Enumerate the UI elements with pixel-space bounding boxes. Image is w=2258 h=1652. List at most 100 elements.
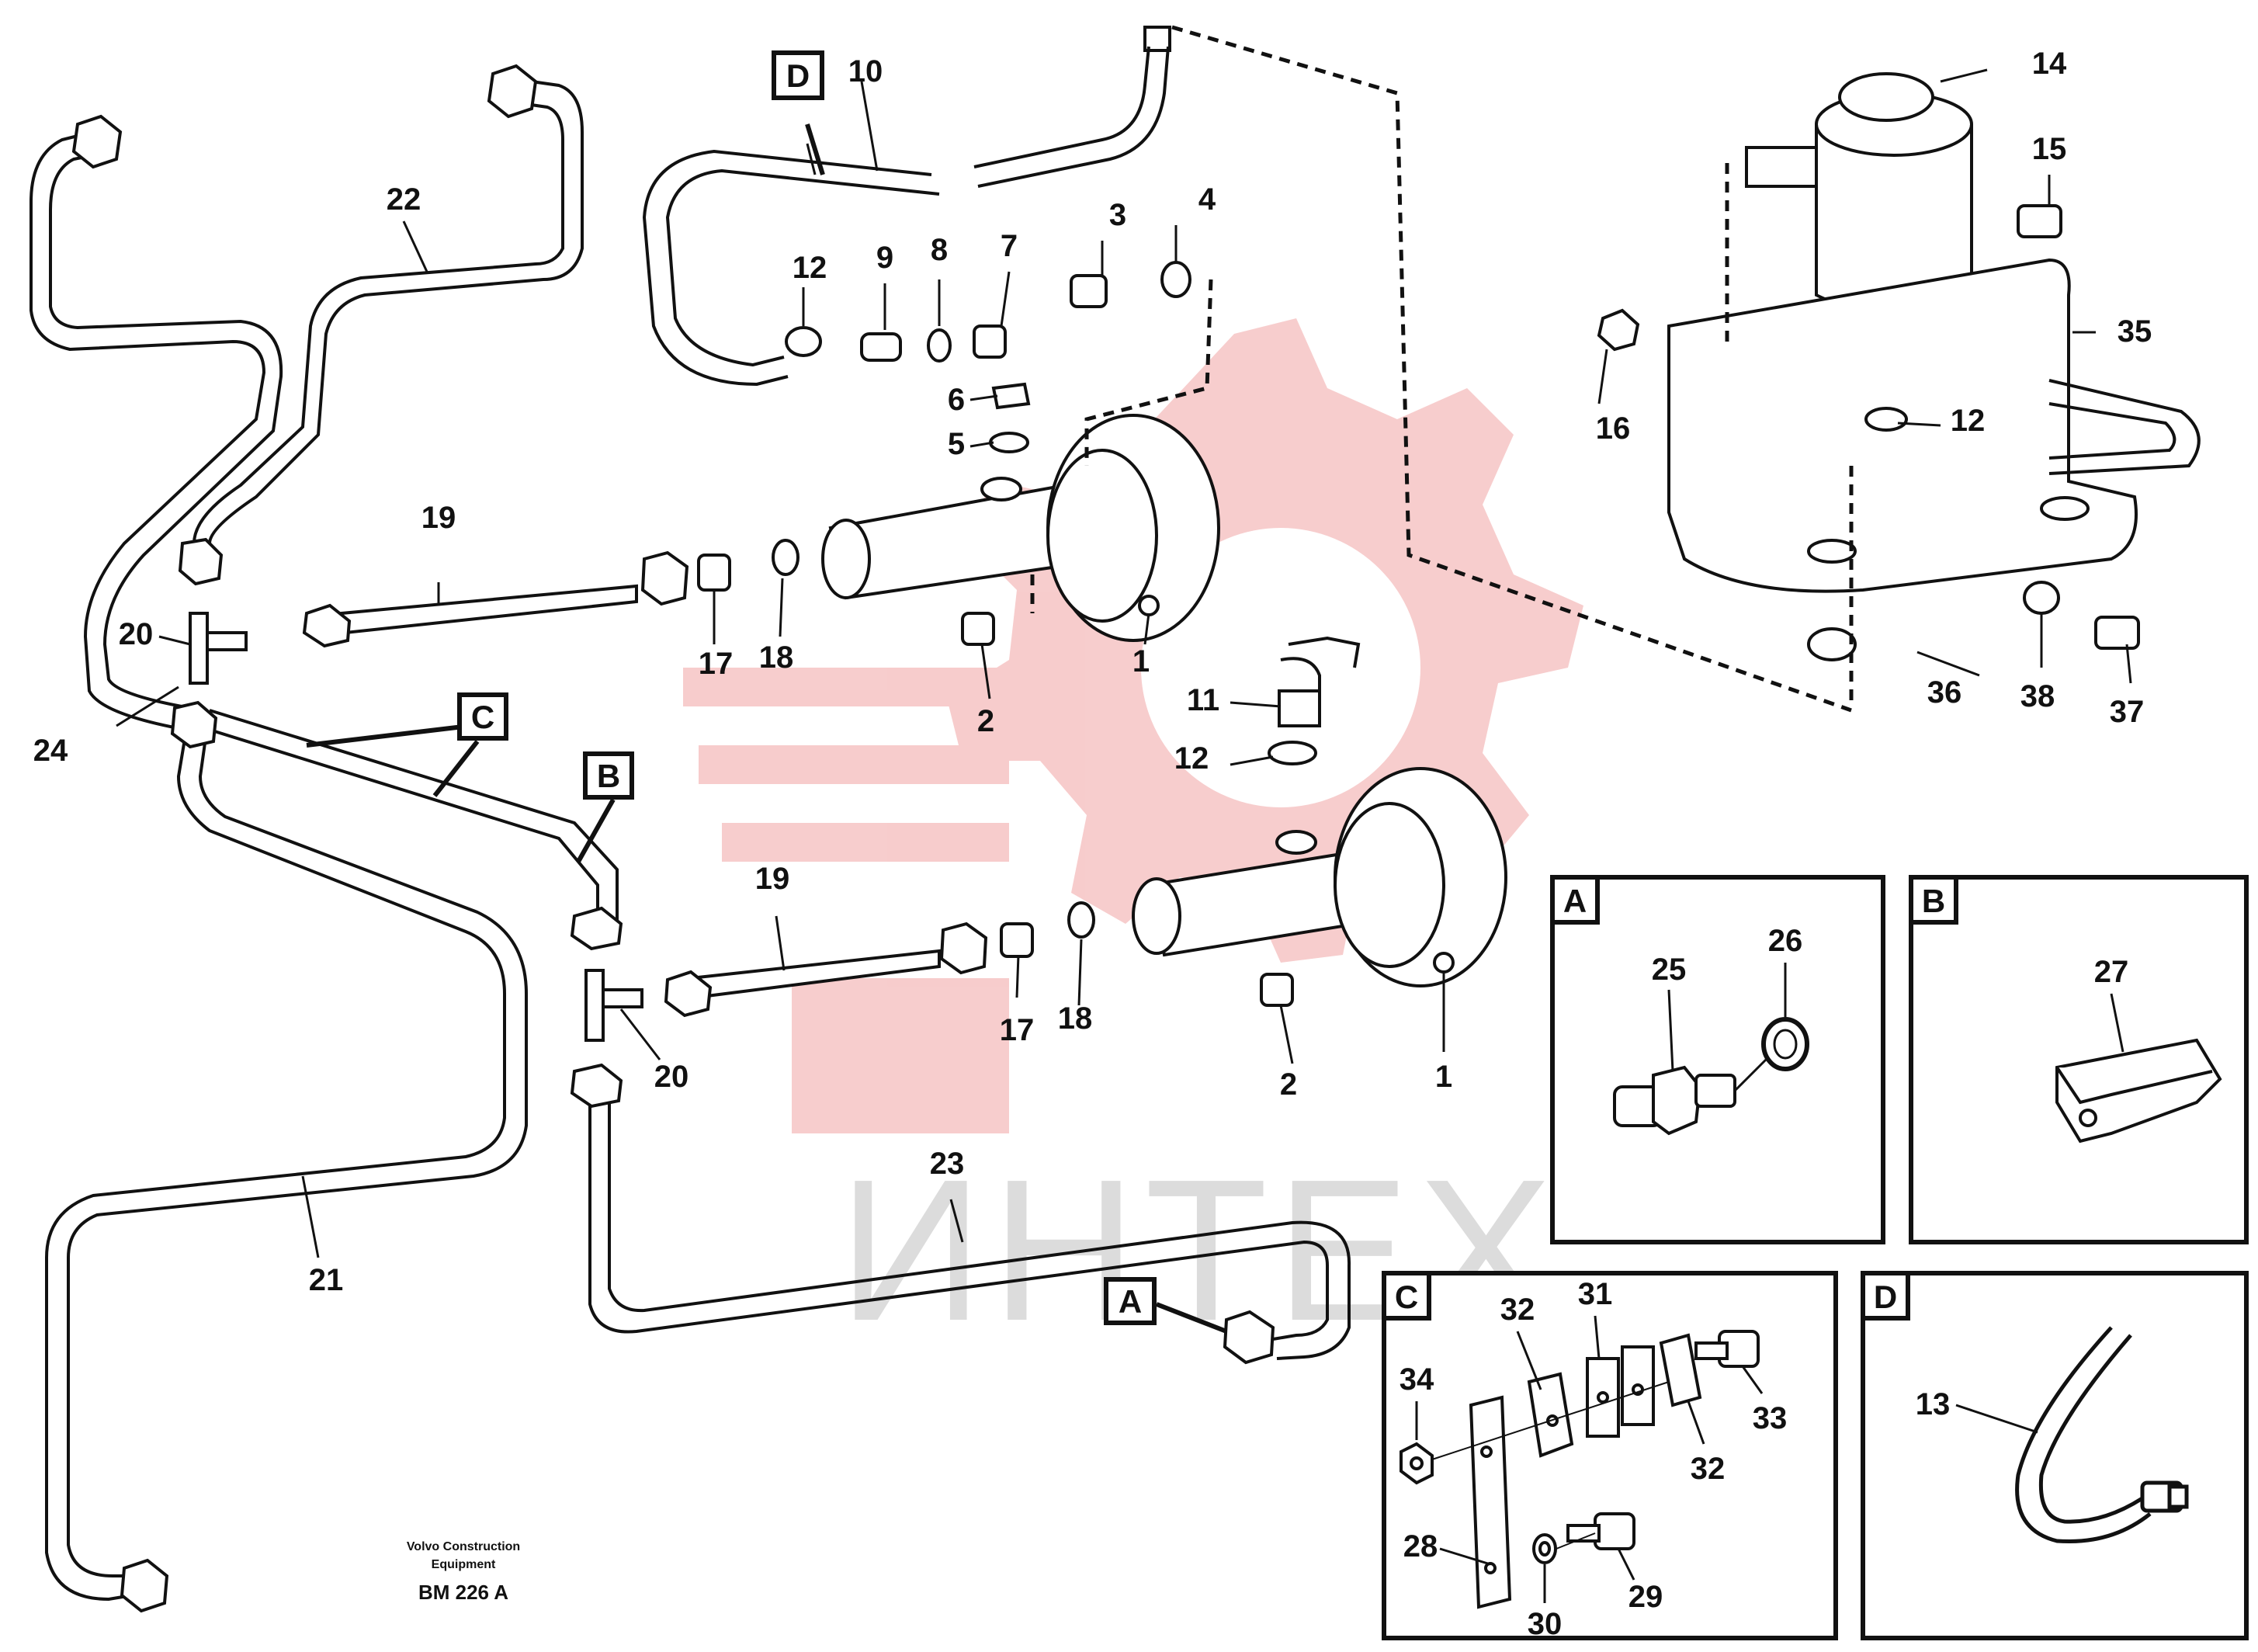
plate-28-icon xyxy=(1469,1395,1512,1609)
callout-box-D: D xyxy=(772,50,824,100)
dashed-guides xyxy=(1030,25,1854,713)
bolt-33-icon xyxy=(1694,1330,1760,1368)
part-number-14: 14 xyxy=(2032,47,2067,81)
drawing-code: BM 226 A xyxy=(418,1581,508,1604)
part-number-26: 26 xyxy=(1768,924,1803,958)
part-number-5: 5 xyxy=(948,427,965,461)
part-number-11: 11 xyxy=(1187,683,1219,717)
upper-pushrod-19 xyxy=(302,539,799,648)
inset-C: C xyxy=(1382,1271,1838,1641)
callout-label-B: B xyxy=(597,758,620,794)
part-number-1-lower: 1 xyxy=(1435,1060,1452,1094)
credit-line-2: Equipment xyxy=(432,1558,496,1571)
clip-32-left-icon xyxy=(1527,1372,1574,1458)
part-number-20-upper: 20 xyxy=(119,617,154,651)
part-number-20-lower: 20 xyxy=(654,1060,689,1094)
part-number-2-lower: 2 xyxy=(1280,1067,1297,1102)
part-number-37: 37 xyxy=(2110,695,2145,729)
part-number-32-right: 32 xyxy=(1691,1452,1726,1486)
inset-label-B: B xyxy=(1922,883,1945,919)
pipe-C xyxy=(209,709,619,924)
part-number-8: 8 xyxy=(931,233,948,267)
lower-master-cylinder xyxy=(1132,767,1507,987)
publisher-credit: Volvo Construction Equipment BM 226 A xyxy=(407,1540,520,1604)
part-number-18-lower: 18 xyxy=(1058,1001,1093,1036)
inset-label-A: A xyxy=(1563,883,1587,919)
inset-D: D 13 xyxy=(1861,1271,2249,1640)
upper-master-cylinder xyxy=(821,414,1220,642)
part-number-27: 27 xyxy=(2094,955,2129,989)
t-fitting-20a-icon xyxy=(189,612,248,685)
part-number-18-upper: 18 xyxy=(759,640,794,675)
inset-c-leaders xyxy=(1415,1315,1764,1603)
inset-label-D: D xyxy=(1874,1279,1897,1315)
inset-A: A 25 26 xyxy=(1550,875,1885,1244)
clip-32-right-icon xyxy=(1659,1333,1702,1407)
part-number-34: 34 xyxy=(1400,1362,1434,1397)
callout-box-B: B xyxy=(583,751,634,800)
part-number-3: 3 xyxy=(1109,198,1126,232)
part-number-4: 4 xyxy=(1198,182,1216,217)
part-number-21: 21 xyxy=(309,1263,344,1297)
pipe-21 xyxy=(45,729,528,1602)
part-number-16: 16 xyxy=(1596,411,1631,446)
fitting-25-icon xyxy=(1613,1065,1736,1136)
part-number-17-upper: 17 xyxy=(699,647,734,681)
part-number-2-upper: 2 xyxy=(977,704,994,738)
part-number-1-upper: 1 xyxy=(1132,644,1150,678)
callout-label-C: C xyxy=(471,699,494,735)
part-number-10: 10 xyxy=(848,54,883,88)
pipe-22 xyxy=(193,76,584,544)
part-number-19-upper: 19 xyxy=(421,501,456,535)
washer-30-icon xyxy=(1532,1533,1557,1564)
credit-line-1: Volvo Construction xyxy=(407,1540,520,1553)
part-number-12-reservoir: 12 xyxy=(1951,404,1986,438)
spacer-31-icon xyxy=(1586,1345,1655,1438)
pipe-23 xyxy=(588,1087,1351,1360)
part-number-labels: 22 12 9 8 7 10 3 4 6 5 19 20 17 18 1 2 1… xyxy=(33,47,2152,1297)
part-number-23: 23 xyxy=(930,1147,965,1181)
clamp-27-icon xyxy=(2055,1038,2222,1144)
callout-box-C: C xyxy=(457,692,508,741)
lower-pushrod-19 xyxy=(664,901,1095,1018)
part-number-19-lower: 19 xyxy=(755,862,790,896)
pipe-24 xyxy=(29,130,283,731)
callout-box-A: A xyxy=(1104,1277,1157,1325)
part-number-33: 33 xyxy=(1753,1401,1788,1435)
part-number-36: 36 xyxy=(1927,675,1962,710)
part-number-15: 15 xyxy=(2032,132,2067,166)
part-number-22: 22 xyxy=(387,182,421,217)
callout-label-A: A xyxy=(1119,1283,1142,1320)
callout-label-D: D xyxy=(786,57,810,94)
hose-11 xyxy=(1278,636,1361,727)
nut-34-icon xyxy=(1400,1442,1434,1485)
t-fitting-20b-icon xyxy=(584,969,643,1042)
lower-small-parts xyxy=(1260,741,1317,1007)
part-number-12-upper: 12 xyxy=(793,251,827,285)
hose-clamp-13-icon xyxy=(2015,1326,2189,1544)
part-number-6: 6 xyxy=(948,383,965,417)
upper-small-parts xyxy=(785,261,1191,646)
part-number-24: 24 xyxy=(33,734,68,768)
inset-label-C: C xyxy=(1395,1279,1418,1315)
part-number-30: 30 xyxy=(1528,1607,1563,1641)
part-number-35: 35 xyxy=(2118,314,2152,349)
inset-B: B 27 xyxy=(1909,875,2249,1244)
part-number-32-left: 32 xyxy=(1500,1293,1535,1327)
part-number-25: 25 xyxy=(1652,953,1687,987)
bolt-29-icon xyxy=(1566,1512,1635,1550)
part-number-13: 13 xyxy=(1916,1387,1951,1421)
watermark-logo-hole xyxy=(1141,528,1420,807)
part-number-12-lower: 12 xyxy=(1174,741,1209,776)
part-number-29: 29 xyxy=(1628,1580,1663,1614)
part-number-7: 7 xyxy=(1001,229,1018,263)
leader-lines xyxy=(116,68,2132,1258)
hose-10 xyxy=(642,26,1171,387)
part-number-38: 38 xyxy=(2020,679,2055,713)
part-number-9: 9 xyxy=(876,241,893,275)
part-number-28: 28 xyxy=(1403,1529,1438,1564)
part-number-17-lower: 17 xyxy=(1000,1013,1035,1047)
callout-arrows xyxy=(306,123,1228,1334)
pipe-nut-group xyxy=(71,64,1275,1613)
